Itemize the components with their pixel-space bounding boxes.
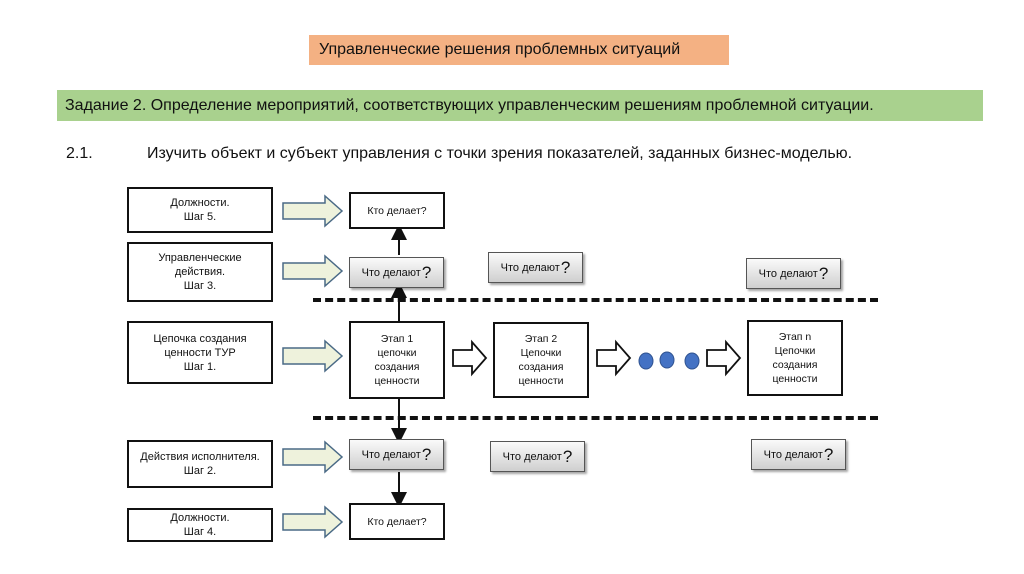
what-do-box-top-stage2: Что делают? <box>488 252 583 283</box>
what-do-box-top-stage1: Что делают? <box>349 257 444 288</box>
what-do-box-bottom-stagen: Что делают? <box>751 439 846 470</box>
what-do-box-bottom-stage1: Что делают? <box>349 439 444 470</box>
ellipsis-dot <box>684 352 700 370</box>
label-positions-step5: Должности. Шаг 5. <box>127 187 273 233</box>
what-do-label: Что делают <box>763 448 823 461</box>
stage-arrow-2-dots <box>596 339 632 377</box>
upper-dashed-separator <box>313 298 878 302</box>
question-mark: ? <box>421 444 432 464</box>
who-does-box-top: Кто делает? <box>349 192 445 229</box>
label-value-chain-step1: Цепочка создания ценности ТУР Шаг 1. <box>127 321 273 384</box>
who-does-box-bottom: Кто делает? <box>349 503 445 540</box>
ellipsis-dot <box>638 352 654 370</box>
ellipsis-dot <box>659 351 675 369</box>
question-mark: ? <box>823 444 834 464</box>
block-arrow-step1 <box>282 339 344 373</box>
stage-n-box: Этап n Цепочки создания ценности <box>747 320 843 396</box>
task-heading: Задание 2. Определение мероприятий, соот… <box>57 90 983 121</box>
stage-arrow-1-2 <box>452 339 488 377</box>
lower-dashed-separator <box>313 416 878 420</box>
label-executor-actions-step2: Действия исполнителя. Шаг 2. <box>127 440 273 488</box>
what-do-label: Что делают <box>758 267 818 280</box>
block-arrow-step2 <box>282 440 344 474</box>
what-do-label: Что делают <box>361 266 421 279</box>
what-do-label: Что делают <box>500 261 560 274</box>
what-do-box-top-stagen: Что делают? <box>746 258 841 289</box>
stage-1-box: Этап 1 цепочки создания ценности <box>349 321 445 399</box>
stage-2-box: Этап 2 Цепочки создания ценности <box>493 322 589 398</box>
subtask-number: 2.1. <box>66 145 93 162</box>
block-arrow-step3 <box>282 254 344 288</box>
block-arrow-step4 <box>282 505 344 539</box>
stage-arrow-dots-n <box>706 339 742 377</box>
question-mark: ? <box>560 257 571 277</box>
question-mark: ? <box>421 262 432 282</box>
label-positions-step4: Должности. Шаг 4. <box>127 508 273 542</box>
label-management-actions-step3: Управленческие действия. Шаг 3. <box>127 242 273 302</box>
what-do-box-bottom-stage2: Что делают? <box>490 441 585 472</box>
slide-title: Управленческие решения проблемных ситуац… <box>309 35 729 65</box>
block-arrow-step5 <box>282 194 344 228</box>
what-do-label: Что делают <box>502 450 562 463</box>
what-do-label: Что делают <box>361 448 421 461</box>
question-mark: ? <box>818 263 829 283</box>
question-mark: ? <box>562 446 573 466</box>
subtask-text: Изучить объект и субъект управления с то… <box>147 145 853 162</box>
